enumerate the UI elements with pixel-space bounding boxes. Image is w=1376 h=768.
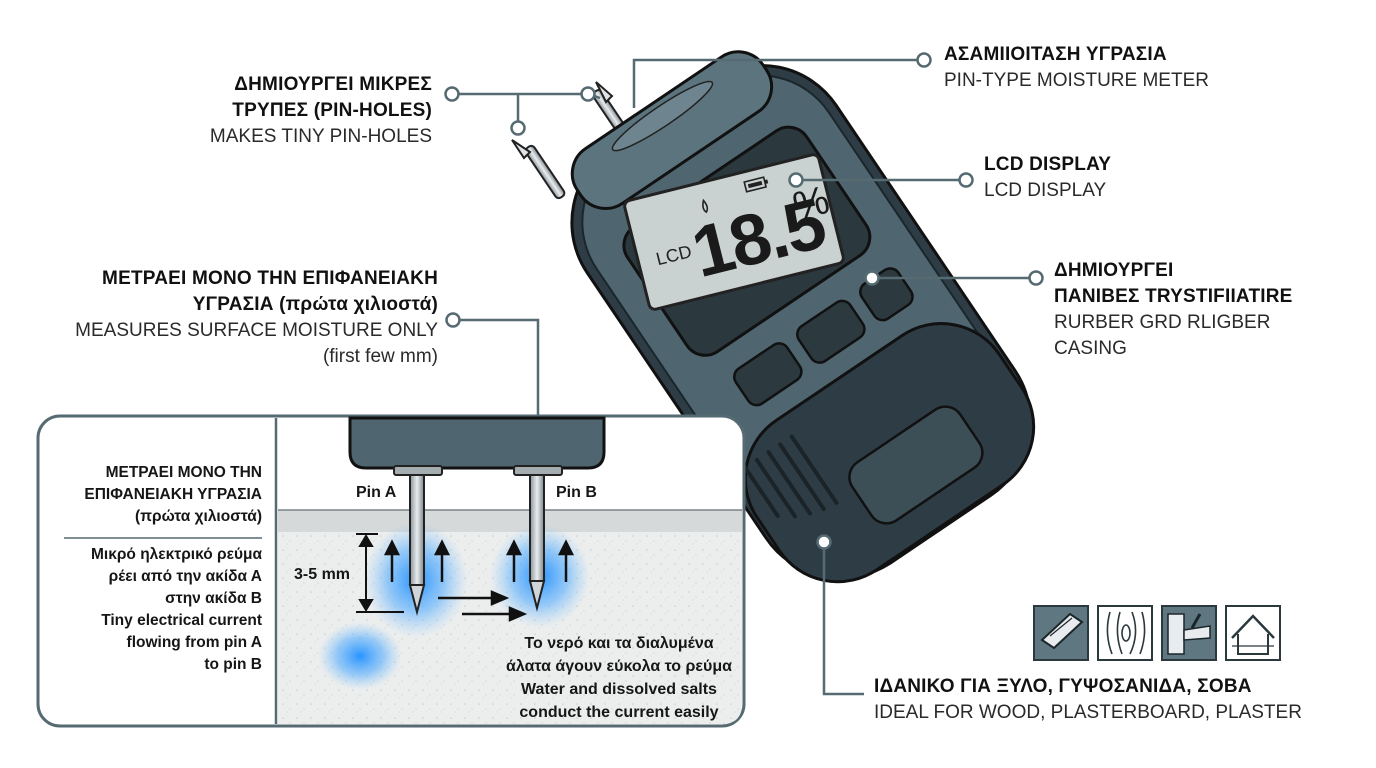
- depth-label: 3-5 mm: [294, 566, 351, 583]
- current-en-line: flowing from pin A: [126, 634, 262, 651]
- callout-pin-holes: ΔΗΜΙΟΥΡΓΕΙ ΜΙΚΡΕΣ ΤΡΥΠΕΣ (PIN-HOLES) MAK…: [170, 72, 432, 150]
- current-en-line: Tiny electrical current: [101, 612, 262, 629]
- callout-casing-line1: ΔΗΜΙΟΥΡΓΕΙ: [1054, 260, 1174, 281]
- depth-bracket: [356, 533, 404, 613]
- callout-casing-sub1: RURBER GRD RLIGBER: [1054, 312, 1271, 333]
- pin-b-label: Pin B: [556, 484, 597, 501]
- current-gr-line: ρέει από την ακίδα Α: [108, 568, 262, 585]
- pin-a-label: Pin A: [356, 484, 397, 501]
- callout-surface: ΜΕΤΡΑΕΙ ΜΟΝΟ ΤΗΝ ΕΠΙΦΑΝΕΙΑΚΗ ΥΓΡΑΣΙΑ (πρ…: [60, 266, 438, 370]
- current-flow-arrows: [438, 590, 528, 622]
- panel-current-text: Μικρό ηλεκτρικό ρεύμα ρέει από την ακίδα…: [48, 544, 262, 676]
- panel-heading-line: ΕΠΙΦΑΝΕΙΑΚΗ ΥΓΡΑΣΙΑ: [84, 486, 262, 503]
- cross-section-panel: [36, 414, 746, 728]
- callout-surface-line2: ΥΓΡΑΣΙΑ (πρώτα χιλιοστά): [192, 294, 438, 315]
- moisture-glow-c: [318, 622, 402, 690]
- current-gr-line: στην ακίδα Β: [165, 590, 262, 607]
- moisture-meter-device: [511, 50, 1036, 584]
- water-note-line: Water and dissolved salts: [521, 681, 717, 698]
- plastering-icon: [1161, 605, 1217, 661]
- callout-surface-sub1: MEASURES SURFACE MOISTURE ONLY: [75, 320, 438, 341]
- panel-heading: ΜΕΤΡΑΕΙ ΜΟΝΟ ΤΗΝ ΕΠΙΦΑΝΕΙΑΚΗ ΥΓΡΑΣΙΑ (πρ…: [48, 462, 262, 528]
- lcd-screen: [623, 153, 845, 311]
- callout-ideal-title: ΙΔΑΝΙΚΟ ΓΙΑ ΞΥΛΟ, ΓΥΨΟΣΑΝΙΔΑ, ΣΟΒΑ: [874, 676, 1252, 697]
- water-note-line: conduct the current easily: [519, 704, 719, 721]
- callout-lcd-sub: LCD DISPLAY: [984, 180, 1107, 201]
- callout-ideal: ΙΔΑΝΙΚΟ ΓΙΑ ΞΥΛΟ, ΓΥΨΟΣΑΝΙΔΑ, ΣΟΒΑ IDEAL…: [874, 674, 1344, 726]
- callout-casing-line2: ΠΑΝΙΒΕΣ TRYSTIFIIATIRE: [1054, 286, 1293, 307]
- callout-meter-type-title: ΑΣΑΜΙΙΟΙΤΑΣΗ ΥΓΡΑΣΙΑ: [944, 44, 1167, 65]
- wood-grain-icon: [1097, 605, 1153, 661]
- house-icon: [1225, 605, 1281, 661]
- callout-casing: ΔΗΜΙΟΥΡΓΕΙ ΠΑΝΙΒΕΣ TRYSTIFIIATIRE RURBER…: [1054, 258, 1354, 362]
- droplet-icon: [702, 198, 709, 214]
- callout-meter-type: ΑΣΑΜΙΙΟΙΤΑΣΗ ΥΓΡΑΣΙΑ PIN-TYPE MOISTURE M…: [944, 42, 1264, 94]
- callout-surface-line1: ΜΕΤΡΑΕΙ ΜΟΝΟ ΤΗΝ ΕΠΙΦΑΝΕΙΑΚΗ: [102, 268, 438, 289]
- pin-b: [529, 474, 545, 582]
- callout-pin-holes-line2: ΤΡΥΠΕΣ (PIN-HOLES): [232, 100, 432, 121]
- current-en-line: to pin B: [204, 656, 262, 673]
- wood-plank-icon: [1033, 605, 1089, 661]
- callout-lcd: LCD DISPLAY LCD DISPLAY: [984, 152, 1204, 204]
- battery-icon: [743, 176, 769, 193]
- callout-pin-holes-sub: MAKES TINY PIN-HOLES: [209, 126, 432, 147]
- water-note-line: άλατα άγουν εύκολα το ρεύμα: [506, 658, 732, 675]
- panel-heading-line: ΜΕΤΡΑΕΙ ΜΟΝΟ ΤΗΝ: [105, 464, 262, 481]
- callout-lcd-title: LCD DISPLAY: [984, 154, 1112, 175]
- callout-surface-sub2: (first few mm): [322, 346, 438, 367]
- current-up-arrows: [383, 539, 575, 582]
- material-icons: [1033, 605, 1281, 661]
- callout-meter-type-sub: PIN-TYPE MOISTURE METER: [944, 70, 1209, 91]
- current-gr-line: Μικρό ηλεκτρικό ρεύμα: [90, 546, 262, 563]
- callout-pin-holes-line1: ΔΗΜΙΟΥΡΓΕΙ ΜΙΚΡΕΣ: [234, 74, 432, 95]
- callout-ideal-sub: IDEAL FOR WOOD, PLASTERBOARD, PLASTER: [874, 702, 1302, 723]
- water-note-line: Το νερό και τα διαλυμένα: [524, 635, 714, 652]
- pin-a: [409, 474, 425, 586]
- callout-casing-sub2: CASING: [1054, 338, 1127, 359]
- water-note: Το νερό και τα διαλυμένα άλατα άγουν εύκ…: [488, 632, 750, 724]
- panel-heading-line: (πρώτα χιλιοστά): [134, 508, 262, 525]
